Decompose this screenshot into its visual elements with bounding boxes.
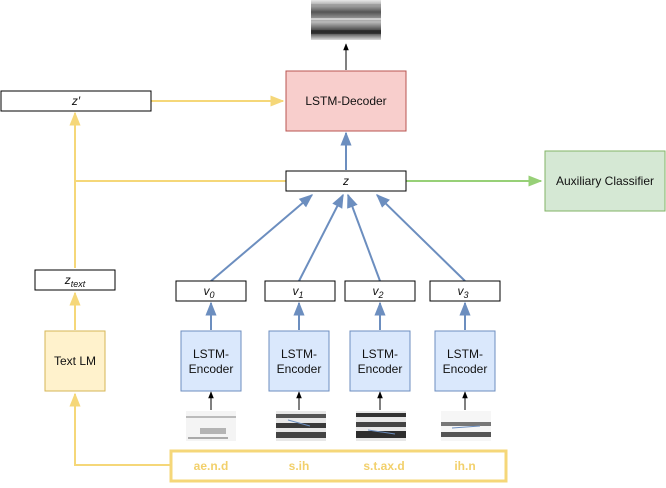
lstm-decoder-node: LSTM-Decoder bbox=[285, 70, 407, 132]
lstm-encoder-1: LSTM- Encoder bbox=[268, 330, 330, 392]
encoder-1-line1: LSTM- bbox=[281, 347, 317, 361]
encoder-3-line1: LSTM- bbox=[447, 347, 483, 361]
phoneme-sequence-box: ae.n.d s.ih s.t.ax.d ih.n bbox=[169, 449, 508, 483]
input-spectrograms bbox=[186, 411, 491, 441]
v-nodes: v0 v1 v2 v3 bbox=[175, 280, 501, 302]
v0-label: v0 bbox=[203, 284, 214, 300]
edge-v1-to-z bbox=[298, 193, 344, 282]
v3-label: v3 bbox=[457, 284, 468, 300]
auxiliary-classifier-label: Auxiliary Classifier bbox=[556, 174, 654, 188]
black-edges bbox=[208, 43, 468, 410]
encoder-0-line2: Encoder bbox=[189, 362, 234, 376]
auxiliary-classifier-node: Auxiliary Classifier bbox=[544, 150, 666, 212]
lstm-encoder-3: LSTM- Encoder bbox=[434, 330, 496, 392]
z-text-label: ztext bbox=[64, 273, 86, 289]
v1-label: v1 bbox=[292, 284, 303, 300]
input-spectrogram-3 bbox=[441, 411, 491, 441]
encoder-1-line2: Encoder bbox=[277, 362, 322, 376]
edge-v0-to-z bbox=[210, 194, 314, 282]
encoder-3-line2: Encoder bbox=[443, 362, 488, 376]
phoneme-3: ih.n bbox=[454, 459, 475, 473]
edge-phonemes-to-textlm bbox=[69, 392, 171, 466]
z-prime-label: z′ bbox=[71, 94, 81, 108]
lstm-encoder-2: LSTM- Encoder bbox=[349, 330, 411, 392]
z-text-base: z bbox=[64, 273, 71, 287]
z-text-sub: text bbox=[71, 279, 86, 289]
z-text-node: ztext bbox=[34, 269, 116, 291]
input-spectrogram-2 bbox=[356, 411, 406, 441]
v3-node: v3 bbox=[429, 280, 501, 302]
v1-node: v1 bbox=[264, 280, 336, 302]
encoder-0-line1: LSTM- bbox=[193, 347, 229, 361]
lstm-encoder-0: LSTM- Encoder bbox=[180, 330, 242, 392]
text-lm-label: Text LM bbox=[54, 354, 96, 368]
edge-v2-to-z bbox=[347, 193, 381, 282]
output-spectrogram bbox=[311, 0, 381, 40]
encoder-2-line1: LSTM- bbox=[362, 347, 398, 361]
encoder-nodes: LSTM- Encoder LSTM- Encoder LSTM- Encode… bbox=[180, 330, 496, 392]
z-node: z bbox=[285, 170, 407, 192]
v0-node: v0 bbox=[175, 280, 247, 302]
blue-edges bbox=[205, 131, 471, 330]
z-prime-node: z′ bbox=[0, 90, 152, 112]
input-spectrogram-0 bbox=[186, 411, 236, 441]
input-spectrogram-1 bbox=[276, 411, 326, 441]
text-lm-node: Text LM bbox=[44, 330, 106, 392]
phoneme-2: s.t.ax.d bbox=[363, 459, 404, 473]
phoneme-0: ae.n.d bbox=[194, 459, 229, 473]
z-label: z bbox=[342, 174, 349, 188]
edge-v3-to-z bbox=[375, 194, 466, 282]
encoder-2-line2: Encoder bbox=[358, 362, 403, 376]
v2-node: v2 bbox=[344, 280, 416, 302]
yellow-edges bbox=[69, 95, 286, 466]
lstm-decoder-label: LSTM-Decoder bbox=[305, 94, 386, 108]
phoneme-1: s.ih bbox=[289, 459, 310, 473]
v2-label: v2 bbox=[372, 284, 383, 300]
